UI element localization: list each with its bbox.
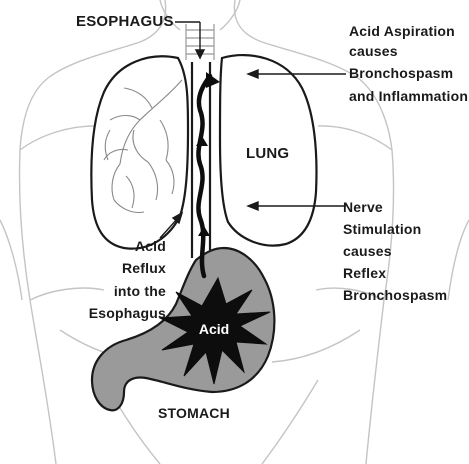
svg-text:Stimulation: Stimulation bbox=[343, 221, 421, 237]
svg-text:causes: causes bbox=[349, 43, 398, 59]
svg-text:Nerve: Nerve bbox=[343, 199, 383, 215]
reflux-arrow bbox=[196, 72, 220, 276]
esophagus-label: ESOPHAGUS bbox=[76, 13, 174, 30]
acid-aspiration-label: Acid Aspiration causes Bronchospasm and … bbox=[349, 23, 468, 104]
svg-text:Reflux: Reflux bbox=[122, 260, 166, 276]
svg-text:Bronchospasm: Bronchospasm bbox=[343, 287, 447, 303]
svg-text:Acid: Acid bbox=[135, 238, 166, 254]
svg-text:into the: into the bbox=[114, 283, 166, 299]
svg-text:Bronchospasm: Bronchospasm bbox=[349, 65, 453, 81]
stomach-label: STOMACH bbox=[158, 405, 230, 421]
nerve-stimulation-label: Nerve Stimulation causes Reflex Bronchos… bbox=[343, 199, 447, 303]
svg-text:and Inflammation: and Inflammation bbox=[349, 88, 468, 104]
svg-text:causes: causes bbox=[343, 243, 392, 259]
acid-label: Acid bbox=[199, 321, 229, 337]
lung-label: LUNG bbox=[246, 145, 289, 162]
svg-text:Acid Aspiration: Acid Aspiration bbox=[349, 23, 455, 39]
svg-text:Esophagus: Esophagus bbox=[89, 305, 166, 321]
svg-text:Reflex: Reflex bbox=[343, 265, 386, 281]
acid-reflux-label: Acid Reflux into the Esophagus bbox=[89, 238, 166, 321]
